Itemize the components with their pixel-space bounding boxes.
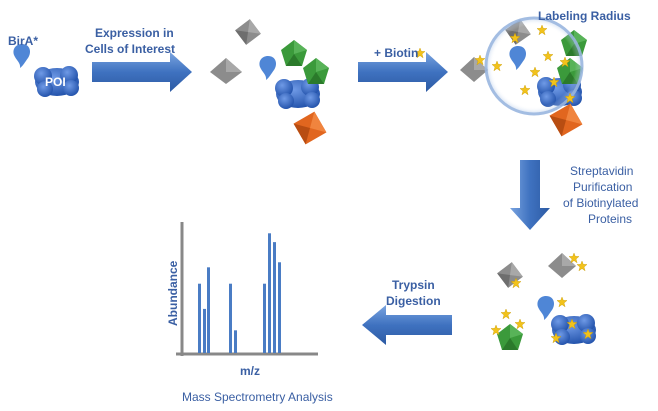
step4-label-line1: Trypsin bbox=[392, 278, 435, 292]
birA-label: BirA* bbox=[8, 34, 39, 48]
spectrum-bars bbox=[198, 233, 281, 353]
x-axis-label: m/z bbox=[240, 364, 261, 378]
spectrum-peak-bar bbox=[198, 283, 201, 353]
mass-spec-caption: Mass Spectrometry Analysis bbox=[182, 390, 333, 404]
step1-label-line1: Expression in bbox=[95, 26, 174, 40]
purified-proteins-group bbox=[490, 252, 596, 350]
spectrum-peak-bar bbox=[234, 330, 237, 353]
labeling-radius-group bbox=[460, 16, 587, 141]
step4-label-line2: Digestion bbox=[386, 294, 441, 308]
step3-label-line3: of Biotinylated bbox=[563, 196, 639, 210]
spectrum-peak-bar bbox=[229, 283, 232, 353]
step2-label: + Biotin bbox=[374, 46, 419, 60]
arrow-expression bbox=[92, 52, 192, 92]
arrow-purification bbox=[510, 160, 550, 230]
spectrum-peak-bar bbox=[278, 262, 281, 353]
arrow-digestion bbox=[362, 305, 452, 345]
cellular-proteins-group bbox=[210, 17, 331, 149]
poi-birA-construct bbox=[13, 44, 79, 97]
spectrum-peak-bar bbox=[263, 283, 266, 353]
y-axis-label: Abundance bbox=[166, 260, 180, 326]
step3-label-line2: Purification bbox=[573, 180, 633, 194]
mass-spec-plot bbox=[176, 222, 318, 356]
step3-label-line4: Proteins bbox=[588, 212, 633, 226]
spectrum-peak-bar bbox=[203, 308, 206, 353]
step1-label-line2: Cells of Interest bbox=[85, 42, 176, 56]
spectrum-peak-bar bbox=[207, 267, 210, 353]
labeling-radius-label: Labeling Radius bbox=[538, 9, 631, 23]
spectrum-peak-bar bbox=[268, 233, 271, 353]
spectrum-peak-bar bbox=[273, 242, 276, 353]
labeling-radius-circle bbox=[484, 16, 584, 116]
step3-label-line1: Streptavidin bbox=[570, 164, 634, 178]
arrow-biotin bbox=[358, 52, 448, 92]
poi-label: POI bbox=[45, 75, 66, 89]
